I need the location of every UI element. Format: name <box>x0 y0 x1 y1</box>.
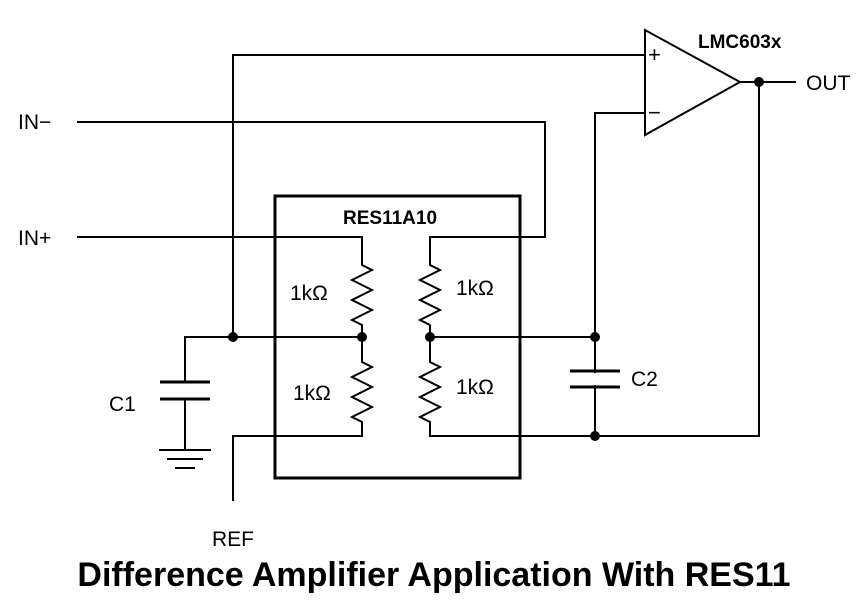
output-net: OUT <box>594 72 851 437</box>
resistor-bottom-left <box>232 336 375 501</box>
ref-label: REF <box>212 528 254 551</box>
minus-input-wire <box>594 112 646 437</box>
resistor-top-left-value: 1kΩ <box>290 282 328 305</box>
c2-label: C2 <box>631 368 658 391</box>
resistor-bottom-right-value: 1kΩ <box>456 376 494 399</box>
in-plus-label: IN+ <box>18 227 51 250</box>
junction-dot-left-mid <box>357 332 367 342</box>
capacitor-c2: C2 <box>570 368 658 391</box>
out-label: OUT <box>806 72 851 95</box>
opamp-minus-sign: − <box>648 100 661 125</box>
opamp-part-label: LMC603x <box>698 32 782 53</box>
in-minus-label: IN− <box>18 111 51 134</box>
junction-dot-minus-node <box>590 332 600 342</box>
opamp: + − LMC603x <box>644 28 782 137</box>
network-part-label: RES11A10 <box>343 208 437 229</box>
plus-input-wire <box>232 54 646 338</box>
resistor-bottom-right <box>417 336 596 437</box>
opamp-triangle <box>644 28 743 137</box>
junction-dot-right-mid <box>425 332 435 342</box>
resistor-top-right-value: 1kΩ <box>456 277 494 300</box>
capacitor-c1: C1 <box>109 336 234 451</box>
in-plus-wire <box>77 236 363 263</box>
junction-dot-feedback-node <box>590 431 600 441</box>
c1-label: C1 <box>109 393 136 416</box>
opamp-plus-sign: + <box>648 42 661 67</box>
resistor-top-right <box>417 261 443 338</box>
resistor-bottom-left-value: 1kΩ <box>293 382 331 405</box>
resistor-top-left <box>349 261 375 338</box>
in-minus-wire <box>77 121 546 263</box>
ground-icon <box>159 449 211 469</box>
figure-caption: Difference Amplifier Application With RE… <box>77 556 791 594</box>
resistor-network: RES11A10 1kΩ 1kΩ 1kΩ 1kΩ <box>232 194 596 501</box>
